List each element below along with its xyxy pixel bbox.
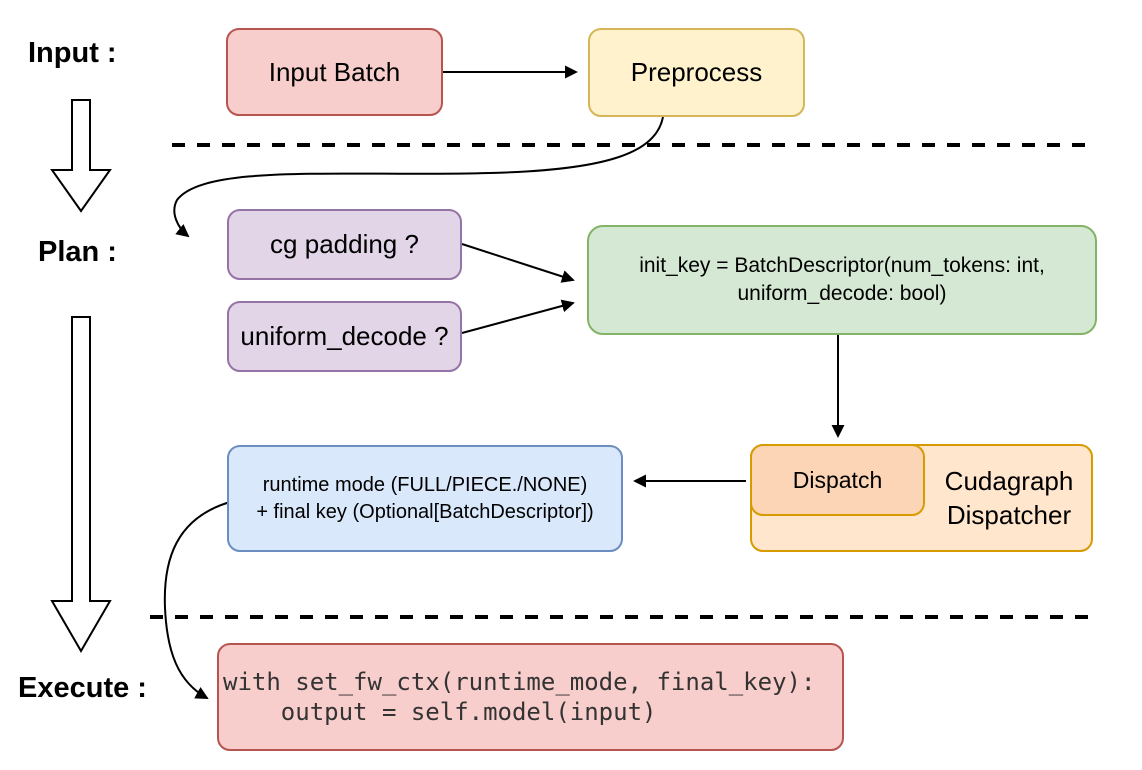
init-key-node: init_key = BatchDescriptor(num_tokens: i… [587,225,1097,335]
arrow-runtimemode-to-executecode [163,501,231,699]
block-arrow-plan-to-execute-icon [50,316,112,653]
preprocess-label: Preprocess [630,57,763,87]
dispatch-label: Dispatch [792,466,883,493]
cudagraph-dispatcher-label: Cudagraph Dispatcher [944,466,1074,530]
stage-label-execute: Execute : [18,672,147,704]
execute-code-text: with set_fw_ctx(runtime_mode, final_key)… [223,668,816,726]
runtime-mode-label-line1: runtime mode (FULL/PIECE./NONE) [262,473,588,496]
block-arrow-input-to-plan-icon [50,99,112,213]
arrow-uniformdecode-to-initkey [461,299,575,334]
uniform-decode-node: uniform_decode ? [227,301,462,372]
stage-label-plan: Plan : [38,236,117,268]
input-batch-label: Input Batch [268,56,401,87]
runtime-mode-label-line2: + final key (Optional[BatchDescriptor]) [256,500,594,523]
dispatch-node: Dispatch [750,444,925,516]
init-key-label-line1: init_key = BatchDescriptor(num_tokens: i… [639,254,1045,277]
arrow-preprocess-to-cgpadding [173,116,664,238]
init-key-label-line2: uniform_decode: bool) [737,282,947,305]
uniform-decode-label: uniform_decode ? [240,321,449,351]
arrow-cgpadding-to-initkey [461,243,575,283]
preprocess-node: Preprocess [588,28,805,117]
input-batch-node: Input Batch [226,28,443,116]
cg-padding-label: cg padding ? [270,229,419,259]
runtime-mode-node: runtime mode (FULL/PIECE./NONE) + final … [227,445,623,552]
stage-label-input: Input : [28,37,117,69]
cg-padding-node: cg padding ? [227,209,462,280]
execute-code-node: with set_fw_ctx(runtime_mode, final_key)… [217,643,844,751]
